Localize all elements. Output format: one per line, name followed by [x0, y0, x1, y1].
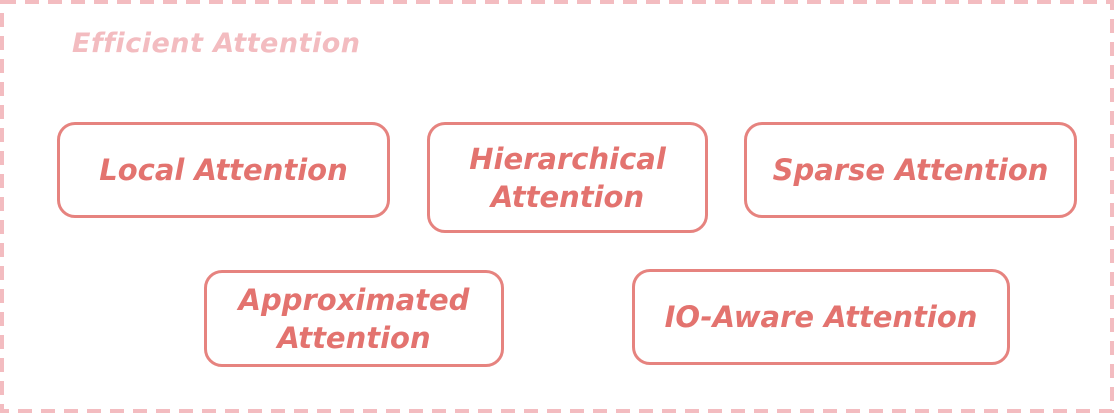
node-local-attention: Local Attention [57, 122, 390, 218]
node-label: IO-Aware Attention [664, 300, 978, 334]
node-sparse-attention: Sparse Attention [744, 122, 1077, 218]
node-label: Sparse Attention [772, 153, 1049, 187]
node-label: Hierarchical Attention [469, 141, 666, 214]
node-label: Local Attention [99, 153, 348, 187]
group-title: Efficient Attention [72, 28, 361, 59]
node-approximated-attention: Approximated Attention [204, 270, 504, 367]
node-label: Approximated Attention [238, 282, 470, 355]
node-hierarchical-attention: Hierarchical Attention [427, 122, 708, 233]
node-io-aware-attention: IO-Aware Attention [632, 269, 1010, 365]
